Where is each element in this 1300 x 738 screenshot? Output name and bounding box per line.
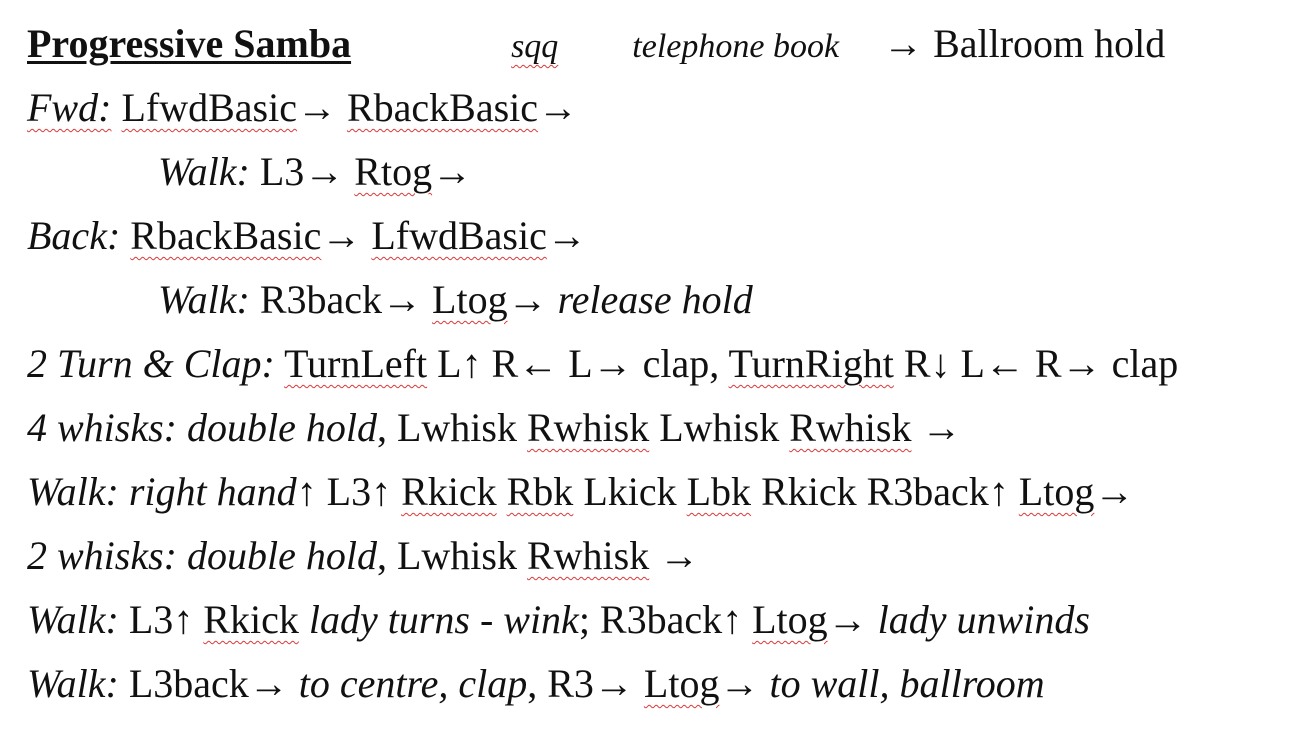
step-line-forward: Fwd: LfwdBasic→ RbackBasic→ [27,82,578,134]
step-word: Rwhisk [526,405,650,450]
step-word: LfwdBasic [121,85,297,130]
step-text: → [1094,469,1135,514]
step-text: ↑ L3↑ [296,469,402,514]
step-text: R↓ L← R→ clap [893,341,1179,386]
step-text: → [827,597,878,642]
step-note: to wall, ballroom [769,661,1045,706]
step-note: lady unwinds [877,597,1090,642]
step-text: , R3→ [527,661,644,706]
step-text: → [296,85,347,130]
step-word: LfwdBasic [371,213,547,258]
step-note: to centre, clap [298,661,528,706]
step-word: TurnRight [728,341,894,386]
step-label: Walk: [158,277,250,322]
step-label: Walk: [27,661,119,706]
step-line-walk-forward: Walk: L3→ Rtog→ [158,146,472,198]
step-text: Lkick [573,469,687,514]
step-text: Lwhisk [649,405,790,450]
step-text: L3↑ [118,597,204,642]
step-label: Walk: right hand [27,469,297,514]
step-label: Fwd: [27,85,112,130]
step-word: Ltog [752,597,828,642]
step-label: Back: [27,213,121,258]
step-text: → [649,533,700,578]
step-text: → [321,213,372,258]
step-text: Rkick R3back↑ [751,469,1019,514]
step-word: RbackBasic [130,213,322,258]
step-line-walk-kicks: Walk: right hand↑ L3↑ Rkick Rbk Lkick Lb… [27,466,1134,518]
step-text: → [507,277,558,322]
step-text: ; R3back↑ [578,597,753,642]
step-line-walk-wall: Walk: L3back→ to centre, clap, R3→ Ltog→… [27,658,1045,710]
step-text: L3back→ [118,661,299,706]
step-label: 2 Turn & Clap: [27,341,275,386]
source-note: telephone book [632,28,840,65]
step-text: → [432,149,473,194]
step-label: Walk: [27,597,119,642]
step-word: TurnLeft [284,341,428,386]
step-label: Walk: [158,149,250,194]
step-word: Rbk [506,469,574,514]
step-word: Lbk [686,469,752,514]
step-text: , Lwhisk [376,405,527,450]
step-label: 2 whisks: double hold [27,533,377,578]
step-word: Ltog [643,661,720,706]
step-word: Rtog [354,149,433,194]
step-note: release hold [557,277,753,322]
step-label: 4 whisks: double hold [27,405,377,450]
step-word: RbackBasic [346,85,539,130]
step-note: lady turns - wink [298,597,579,642]
step-text: → [538,85,579,130]
step-line-two-whisks: 2 whisks: double hold, Lwhisk Rwhisk → [27,530,699,582]
page-title: Progressive Samba [27,21,352,66]
step-line-walk-wink: Walk: L3↑ Rkick lady turns - wink; R3bac… [27,594,1090,646]
step-text: → [719,661,770,706]
rhythm-note: sqq [511,28,559,65]
hold-note: → Ballroom hold [883,21,1166,66]
step-text: R3back→ [249,277,433,322]
header-line: Progressive Samba sqq telephone book → Ball… [27,18,1165,70]
step-text: → [546,213,587,258]
step-text [497,469,507,514]
step-word: Rwhisk [526,533,650,578]
step-line-back: Back: RbackBasic→ LfwdBasic→ [27,210,587,262]
step-text: L↑ R← L→ clap, [427,341,729,386]
step-line-four-whisks: 4 whisks: double hold, Lwhisk Rwhisk Lwh… [27,402,961,454]
step-line-turn-clap: 2 Turn & Clap: TurnLeft L↑ R← L→ clap, T… [27,338,1178,390]
step-text: , Lwhisk [376,533,527,578]
step-word: Ltog [1018,469,1095,514]
step-text: → [911,405,962,450]
step-line-walk-back: Walk: R3back→ Ltog→ release hold [158,274,753,326]
step-text: L3→ [249,149,355,194]
step-word: Rkick [203,597,299,642]
step-word: Ltog [432,277,508,322]
step-word: Rwhisk [789,405,912,450]
step-word: Rkick [401,469,497,514]
